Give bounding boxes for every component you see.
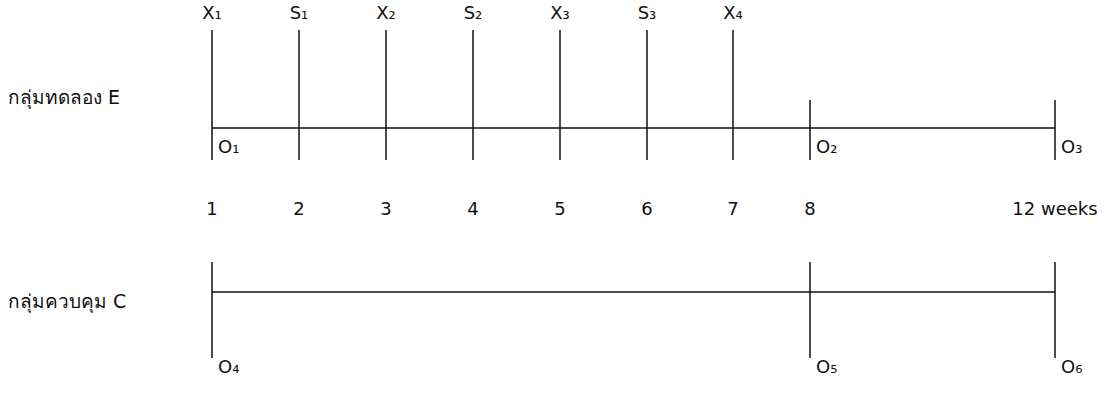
session-label: S₃ (638, 2, 657, 24)
intervention-label: X₄ (723, 2, 743, 24)
intervention-label: X₁ (202, 2, 222, 24)
tick (385, 30, 387, 160)
tick (732, 30, 734, 160)
observation-label: O₂ (816, 136, 837, 158)
tick (1054, 262, 1056, 358)
week-number: 3 (380, 198, 391, 220)
session-label: S₂ (464, 2, 483, 24)
tick (1054, 100, 1056, 160)
week-number: 8 (804, 198, 815, 220)
group-label: กลุ่มทดลอง E (8, 86, 120, 109)
observation-label: O₁ (218, 136, 239, 158)
session-label: S₁ (290, 2, 309, 24)
week-number: 12 weeks (1012, 198, 1097, 220)
tick (809, 262, 811, 358)
tick (298, 30, 300, 160)
tick (472, 30, 474, 160)
tick (646, 30, 648, 160)
experimental-timeline (212, 127, 1055, 129)
observation-label: O₆ (1061, 356, 1082, 378)
intervention-label: X₂ (376, 2, 396, 24)
week-number: 6 (641, 198, 652, 220)
week-number: 1 (206, 198, 217, 220)
tick (559, 30, 561, 160)
week-number: 5 (554, 198, 565, 220)
tick (211, 30, 213, 160)
observation-label: O₅ (816, 356, 837, 378)
week-number: 7 (727, 198, 738, 220)
control-timeline (212, 291, 1055, 293)
group-label: กลุ่มควบคุม C (8, 290, 126, 313)
observation-label: O₄ (218, 356, 239, 378)
intervention-label: X₃ (550, 2, 570, 24)
week-number: 4 (467, 198, 478, 220)
tick (211, 262, 213, 358)
tick (809, 100, 811, 160)
week-number: 2 (293, 198, 304, 220)
observation-label: O₃ (1061, 136, 1082, 158)
